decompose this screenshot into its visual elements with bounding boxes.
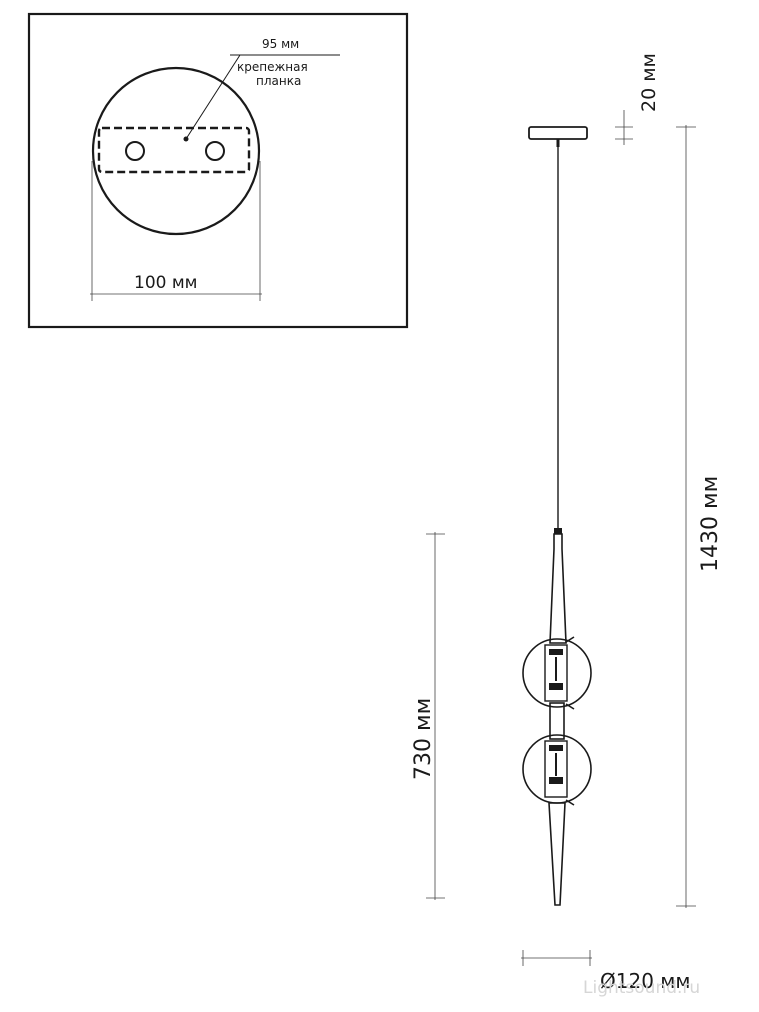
upper-glass-sphere (522, 638, 592, 708)
body-height-label: 730 мм (411, 698, 436, 780)
cord-grip (554, 528, 562, 534)
lower-lamp-socket-bottom (549, 777, 563, 784)
lamp-side-view (522, 126, 592, 906)
body-height-dimension: 730 мм (411, 532, 445, 900)
diameter-dimension: Ø120 мм (521, 950, 690, 993)
diameter-label: Ø120 мм (600, 969, 690, 993)
plate-caption-line1: крепежная (237, 60, 308, 74)
lower-sphere-clip-bottom (565, 799, 575, 806)
ceiling-canopy (528, 126, 588, 140)
plate-caption-line2: планка (256, 74, 301, 88)
upper-spike (549, 533, 567, 644)
total-height-label: 1430 мм (698, 476, 723, 572)
lower-lamp-holder (544, 740, 568, 798)
total-height-dimension: 1430 мм (676, 125, 723, 908)
lower-spike (548, 802, 566, 906)
middle-connector (549, 702, 565, 740)
upper-sphere-clip-top (565, 636, 575, 643)
canopy-height-dimension: 20 мм (615, 53, 660, 145)
upper-lamp-holder (544, 644, 568, 702)
plate-width-label: 95 мм (262, 37, 299, 51)
watermark: Lightsound.ru (583, 978, 700, 998)
upper-sphere-clip-bottom (565, 703, 575, 710)
canopy-height-label: 20 мм (638, 53, 660, 112)
upper-lamp-socket-top (549, 649, 563, 655)
plate-leader-line (185, 54, 241, 140)
mounting-hole-right (205, 141, 225, 161)
mounting-plate (97, 126, 251, 174)
canopy-top-view-inset: 95 мм крепежная планка 100 мм (27, 12, 409, 329)
inset-frame (27, 12, 409, 329)
canopy-circle (91, 66, 261, 236)
lower-lamp-socket-top (549, 745, 563, 751)
mounting-hole-left (125, 141, 145, 161)
upper-lamp-socket-bottom (549, 683, 563, 690)
canopy-diameter-label: 100 мм (134, 273, 198, 293)
